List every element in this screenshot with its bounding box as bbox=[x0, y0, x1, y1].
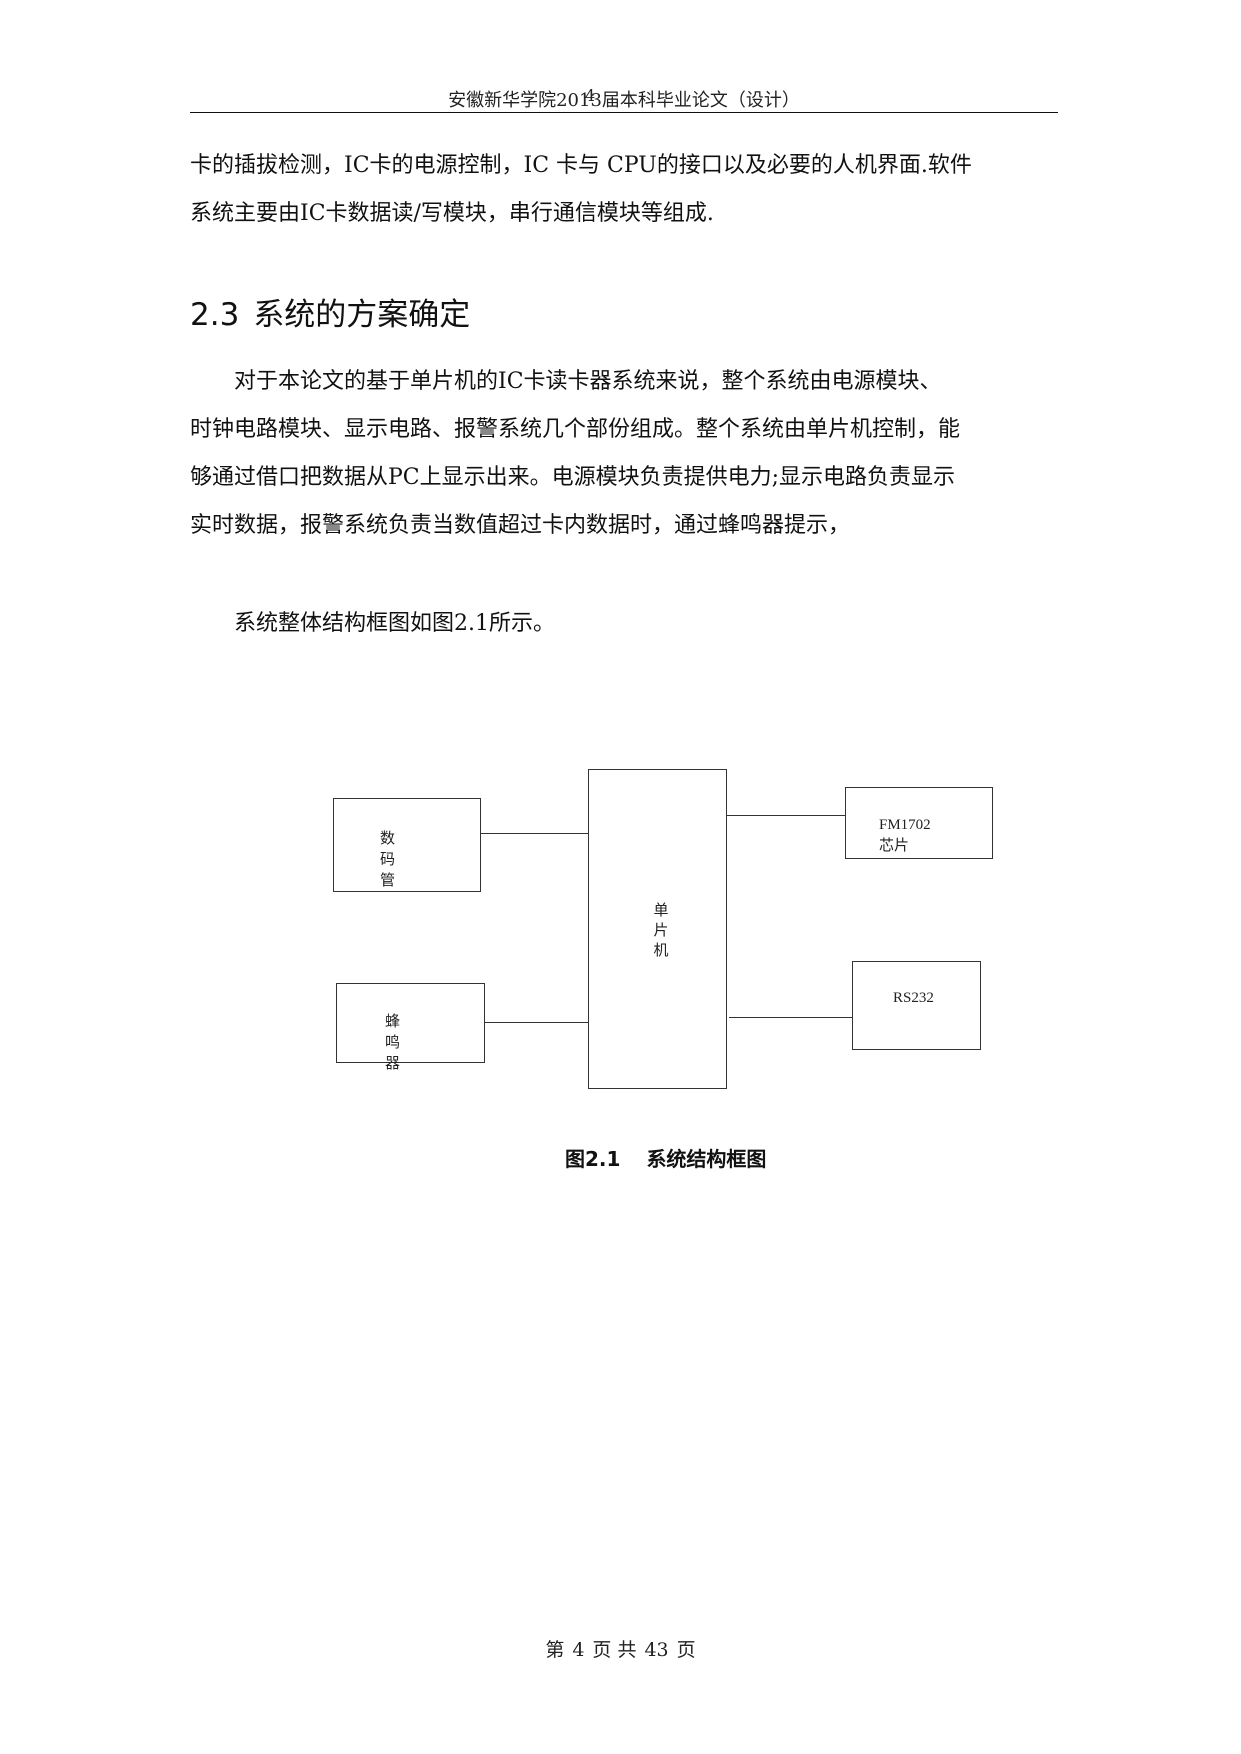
connector-mcu-rs232 bbox=[729, 1017, 852, 1018]
connector-display-mcu bbox=[481, 833, 588, 834]
body-paragraph: 对于本论文的基于单片机的IC卡读卡器系统来说，整个系统由电源模块、 时钟电路模块… bbox=[190, 358, 1058, 550]
paragraph-line: 够通过借口把数据从PC上显示出来。电源模块负责提供电力;显示电路负责显示 bbox=[190, 465, 956, 490]
paragraph-line: 卡的插拔检测，IC卡的电源控制，IC 卡与 CPU的接口以及必要的人机界面.软件 bbox=[190, 153, 972, 178]
page-header: 安徽新华学院2013届本科毕业论文（设计） bbox=[448, 90, 800, 111]
rs232-box bbox=[852, 961, 981, 1050]
footer-page-number: 4 bbox=[572, 1639, 585, 1661]
paragraph-line: 系统主要由IC卡数据读/写模块，串行通信模块等组成. bbox=[190, 201, 714, 226]
display-label: 数码管 bbox=[380, 829, 396, 889]
rs232-label: RS232 bbox=[893, 990, 934, 1006]
header-page-number: 4 bbox=[585, 86, 596, 105]
intro-paragraph: 卡的插拔检测，IC卡的电源控制，IC 卡与 CPU的接口以及必要的人机界面.软件… bbox=[190, 142, 1058, 238]
figure-caption: 图2.1 系统结构框图 bbox=[565, 1143, 766, 1172]
paragraph-line: 实时数据，报警系统负责当数值超过卡内数据时，通过蜂鸣器提示， bbox=[190, 513, 851, 538]
header-rule bbox=[190, 112, 1058, 113]
paragraph-line: 对于本论文的基于单片机的IC卡读卡器系统来说，整个系统由电源模块、 bbox=[190, 369, 942, 394]
connector-mcu-chip bbox=[727, 815, 845, 816]
figure-title: 系统结构框图 bbox=[646, 1147, 767, 1171]
footer-total-pages: 43 bbox=[644, 1639, 669, 1661]
footer-middle: 页 共 bbox=[592, 1639, 637, 1661]
paragraph-line: 时钟电路模块、显示电路、报警系统几个部份组成。整个系统由单片机控制，能 bbox=[190, 417, 961, 442]
figure-number: 图2.1 bbox=[565, 1147, 621, 1171]
section-title-text: 系统的方案确定 bbox=[253, 297, 471, 333]
footer-suffix: 页 bbox=[676, 1639, 696, 1661]
chip-label: FM1702芯片 bbox=[879, 817, 931, 854]
section-number: 2.3 bbox=[190, 297, 240, 333]
mcu-label: 单 片 机 bbox=[653, 901, 669, 959]
section-heading: 2.3 系统的方案确定 bbox=[190, 295, 470, 335]
buzzer-label: 蜂鸣器 bbox=[385, 1012, 401, 1072]
footer-prefix: 第 bbox=[545, 1639, 565, 1661]
display-box bbox=[333, 798, 481, 892]
connector-buzzer-mcu bbox=[485, 1022, 588, 1023]
mcu-box bbox=[588, 769, 727, 1089]
chip-box bbox=[845, 787, 993, 859]
paragraph-line: 系统整体结构框图如图2.1所示。 bbox=[190, 611, 555, 636]
buzzer-box bbox=[336, 983, 485, 1063]
figure-reference-paragraph: 系统整体结构框图如图2.1所示。 bbox=[190, 600, 1058, 648]
